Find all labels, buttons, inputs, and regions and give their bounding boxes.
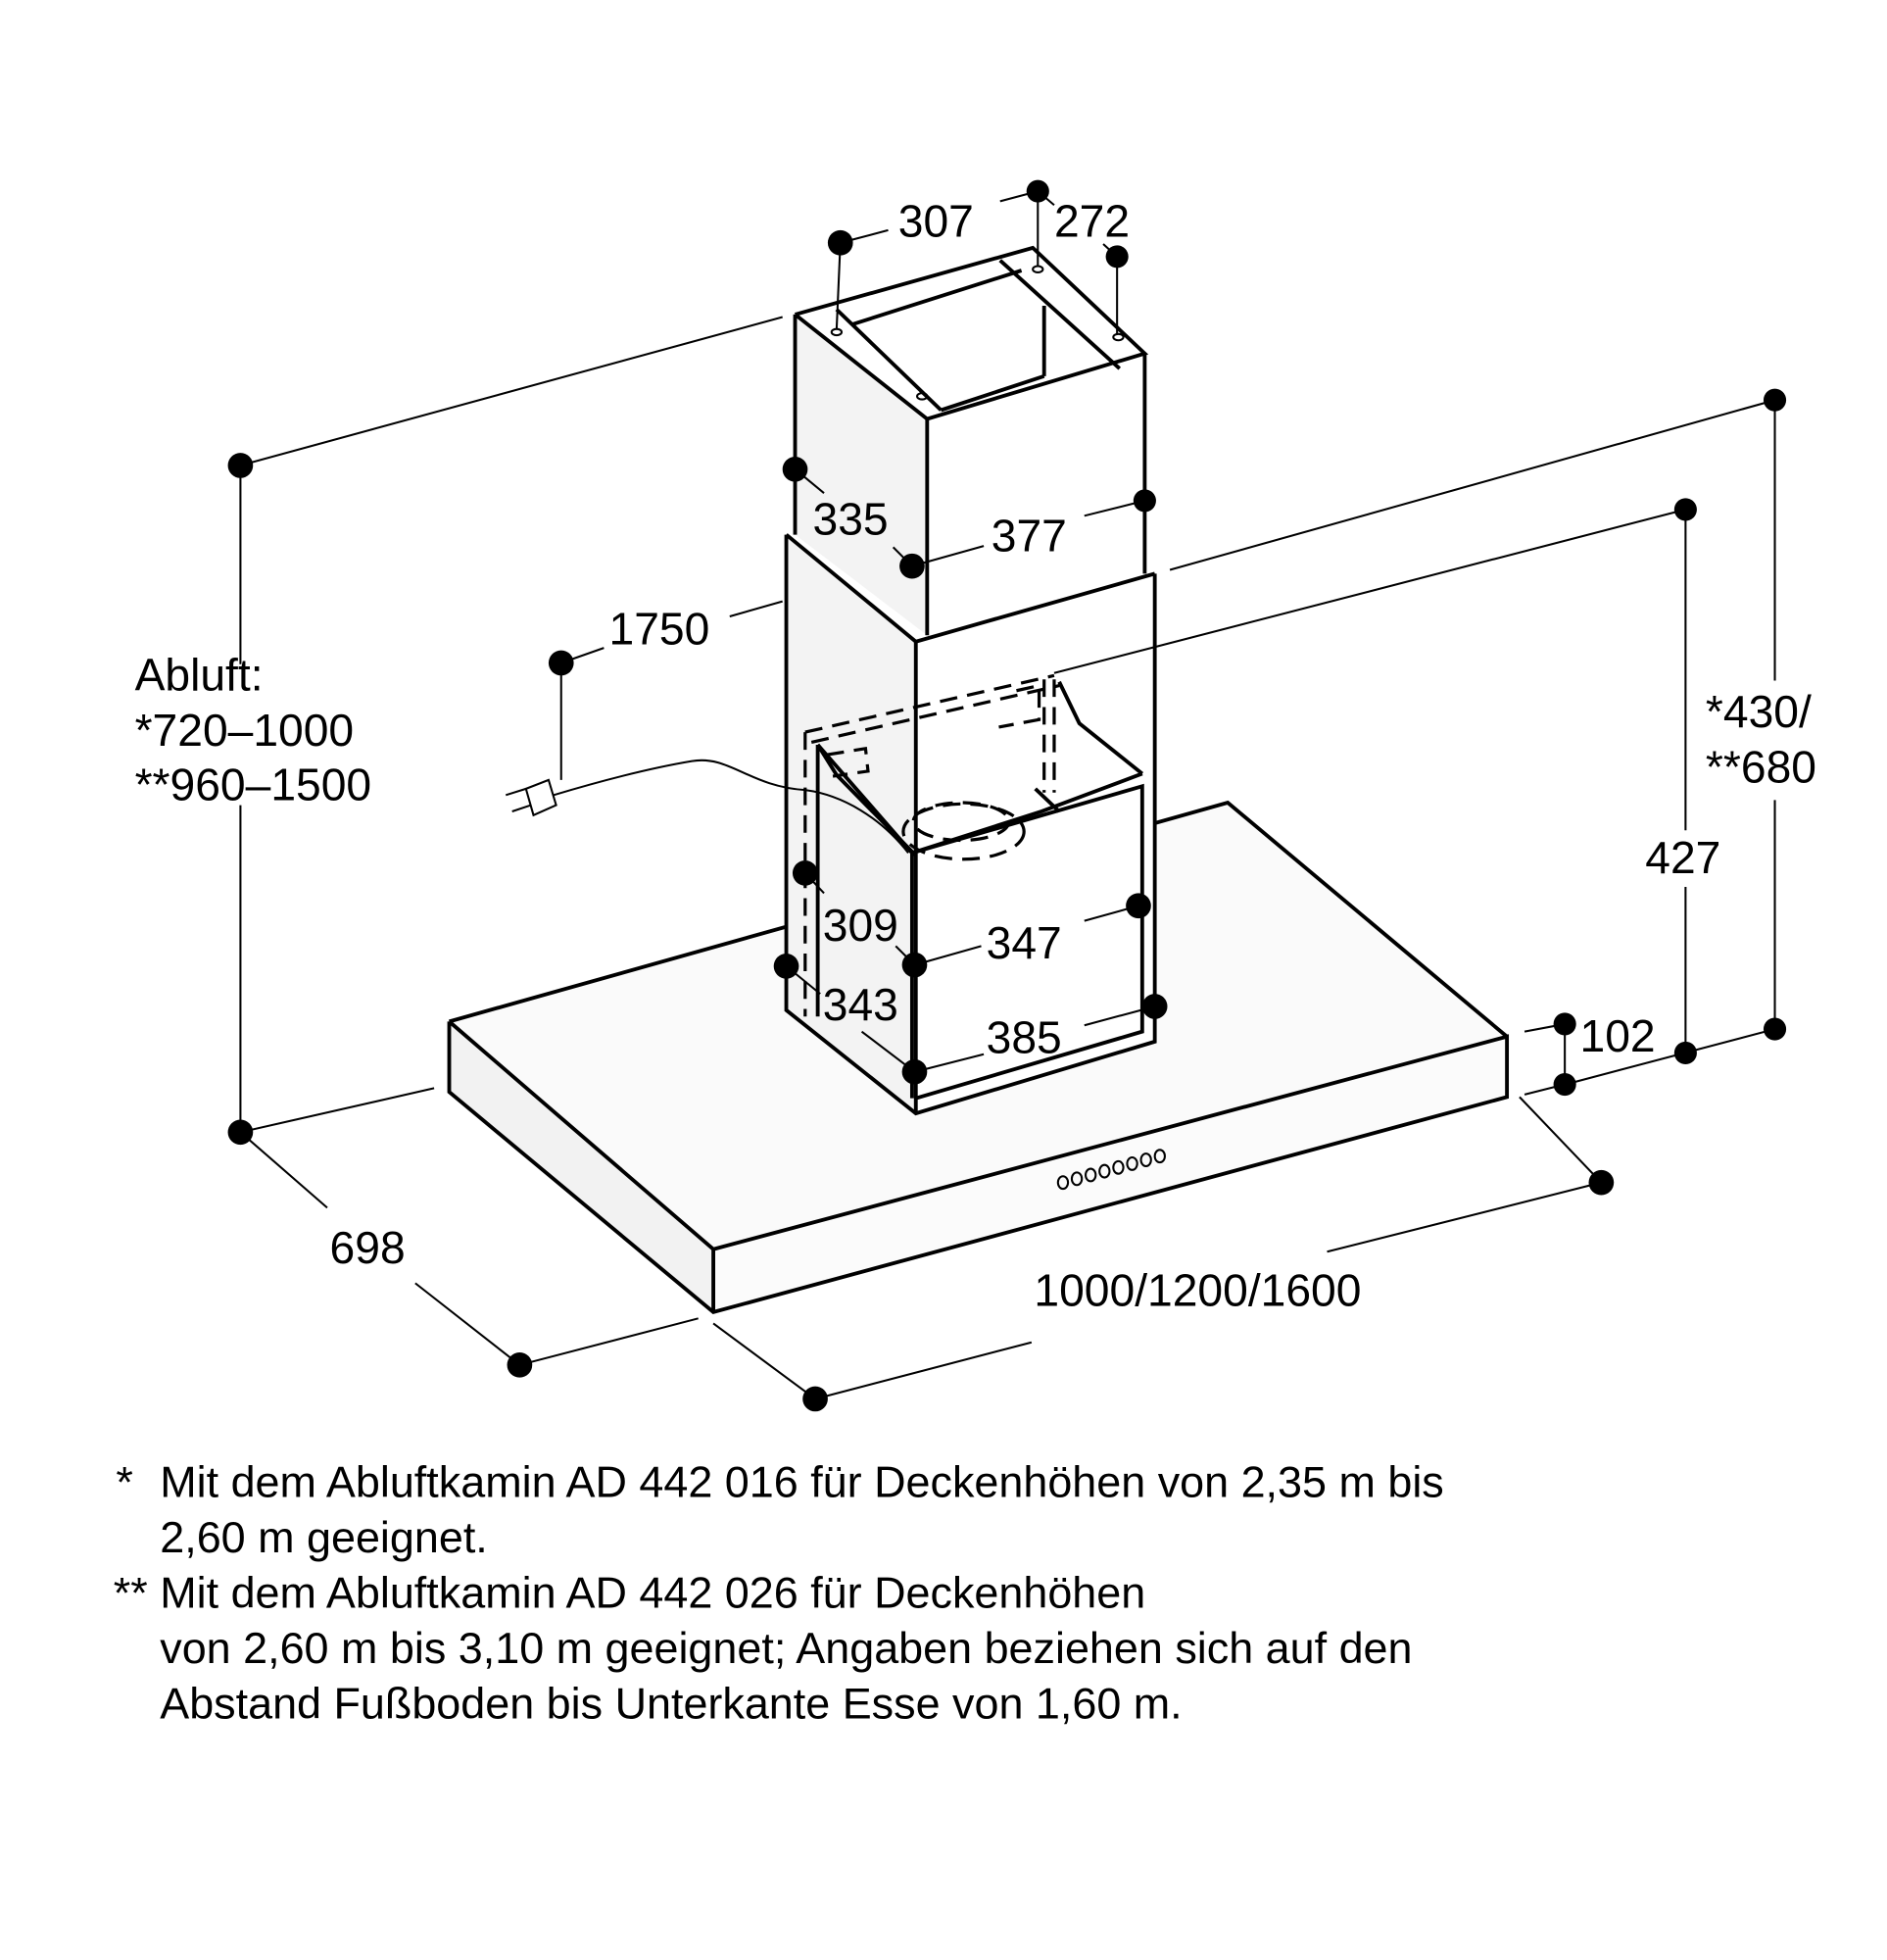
dim-430: *430/ bbox=[1706, 686, 1812, 737]
control-button bbox=[1139, 1152, 1152, 1168]
dim-385: 385 bbox=[987, 1011, 1062, 1062]
dim-102: 102 bbox=[1580, 1010, 1656, 1061]
abluft-range-2: **960–1500 bbox=[135, 759, 372, 809]
control-button bbox=[1056, 1175, 1070, 1191]
control-panel-buttons bbox=[1056, 1149, 1166, 1191]
control-button bbox=[1112, 1159, 1125, 1175]
dimension-dots bbox=[227, 179, 1787, 1412]
dimension-labels: 307 272 335 377 1750 309 347 343 385 698… bbox=[135, 195, 1816, 1315]
dim-309: 309 bbox=[823, 900, 898, 951]
abluft-range-1: *720–1000 bbox=[135, 705, 355, 756]
abluft-label: Abluft: bbox=[135, 650, 264, 701]
dim-canopy-width: 1000/1200/1600 bbox=[1034, 1264, 1361, 1315]
dim-377: 377 bbox=[992, 510, 1067, 561]
dim-1750: 1750 bbox=[609, 603, 710, 654]
control-button bbox=[1070, 1171, 1084, 1187]
control-button bbox=[1085, 1167, 1097, 1183]
dim-335: 335 bbox=[812, 494, 888, 545]
note2-line3: Abstand Fußboden bis Unterkante Esse von… bbox=[160, 1679, 1182, 1729]
dim-427: 427 bbox=[1645, 832, 1720, 883]
note1-marker: * bbox=[116, 1457, 132, 1507]
dim-347: 347 bbox=[987, 917, 1062, 968]
dim-307: 307 bbox=[898, 195, 974, 246]
lower-chimney bbox=[784, 533, 1157, 1116]
dim-680: **680 bbox=[1706, 741, 1816, 792]
dim-698: 698 bbox=[330, 1222, 406, 1273]
upper-chimney bbox=[793, 245, 1149, 636]
dim-343: 343 bbox=[823, 979, 898, 1030]
power-cord bbox=[505, 759, 909, 854]
footnotes: * Mit dem Abluftkamin AD 442 016 für Dec… bbox=[114, 1457, 1444, 1729]
note1-line1: Mit dem Abluftkamin AD 442 016 für Decke… bbox=[160, 1457, 1444, 1507]
control-button bbox=[1098, 1163, 1111, 1179]
control-button bbox=[1126, 1155, 1138, 1171]
note2-line2: von 2,60 m bis 3,10 m geeignet; Angaben … bbox=[160, 1623, 1412, 1673]
note2-marker: ** bbox=[114, 1568, 148, 1618]
note1-line2: 2,60 m geeignet. bbox=[160, 1512, 488, 1562]
note2-line1: Mit dem Abluftkamin AD 442 026 für Decke… bbox=[160, 1568, 1145, 1618]
dim-272: 272 bbox=[1054, 195, 1130, 246]
control-button bbox=[1153, 1149, 1166, 1164]
